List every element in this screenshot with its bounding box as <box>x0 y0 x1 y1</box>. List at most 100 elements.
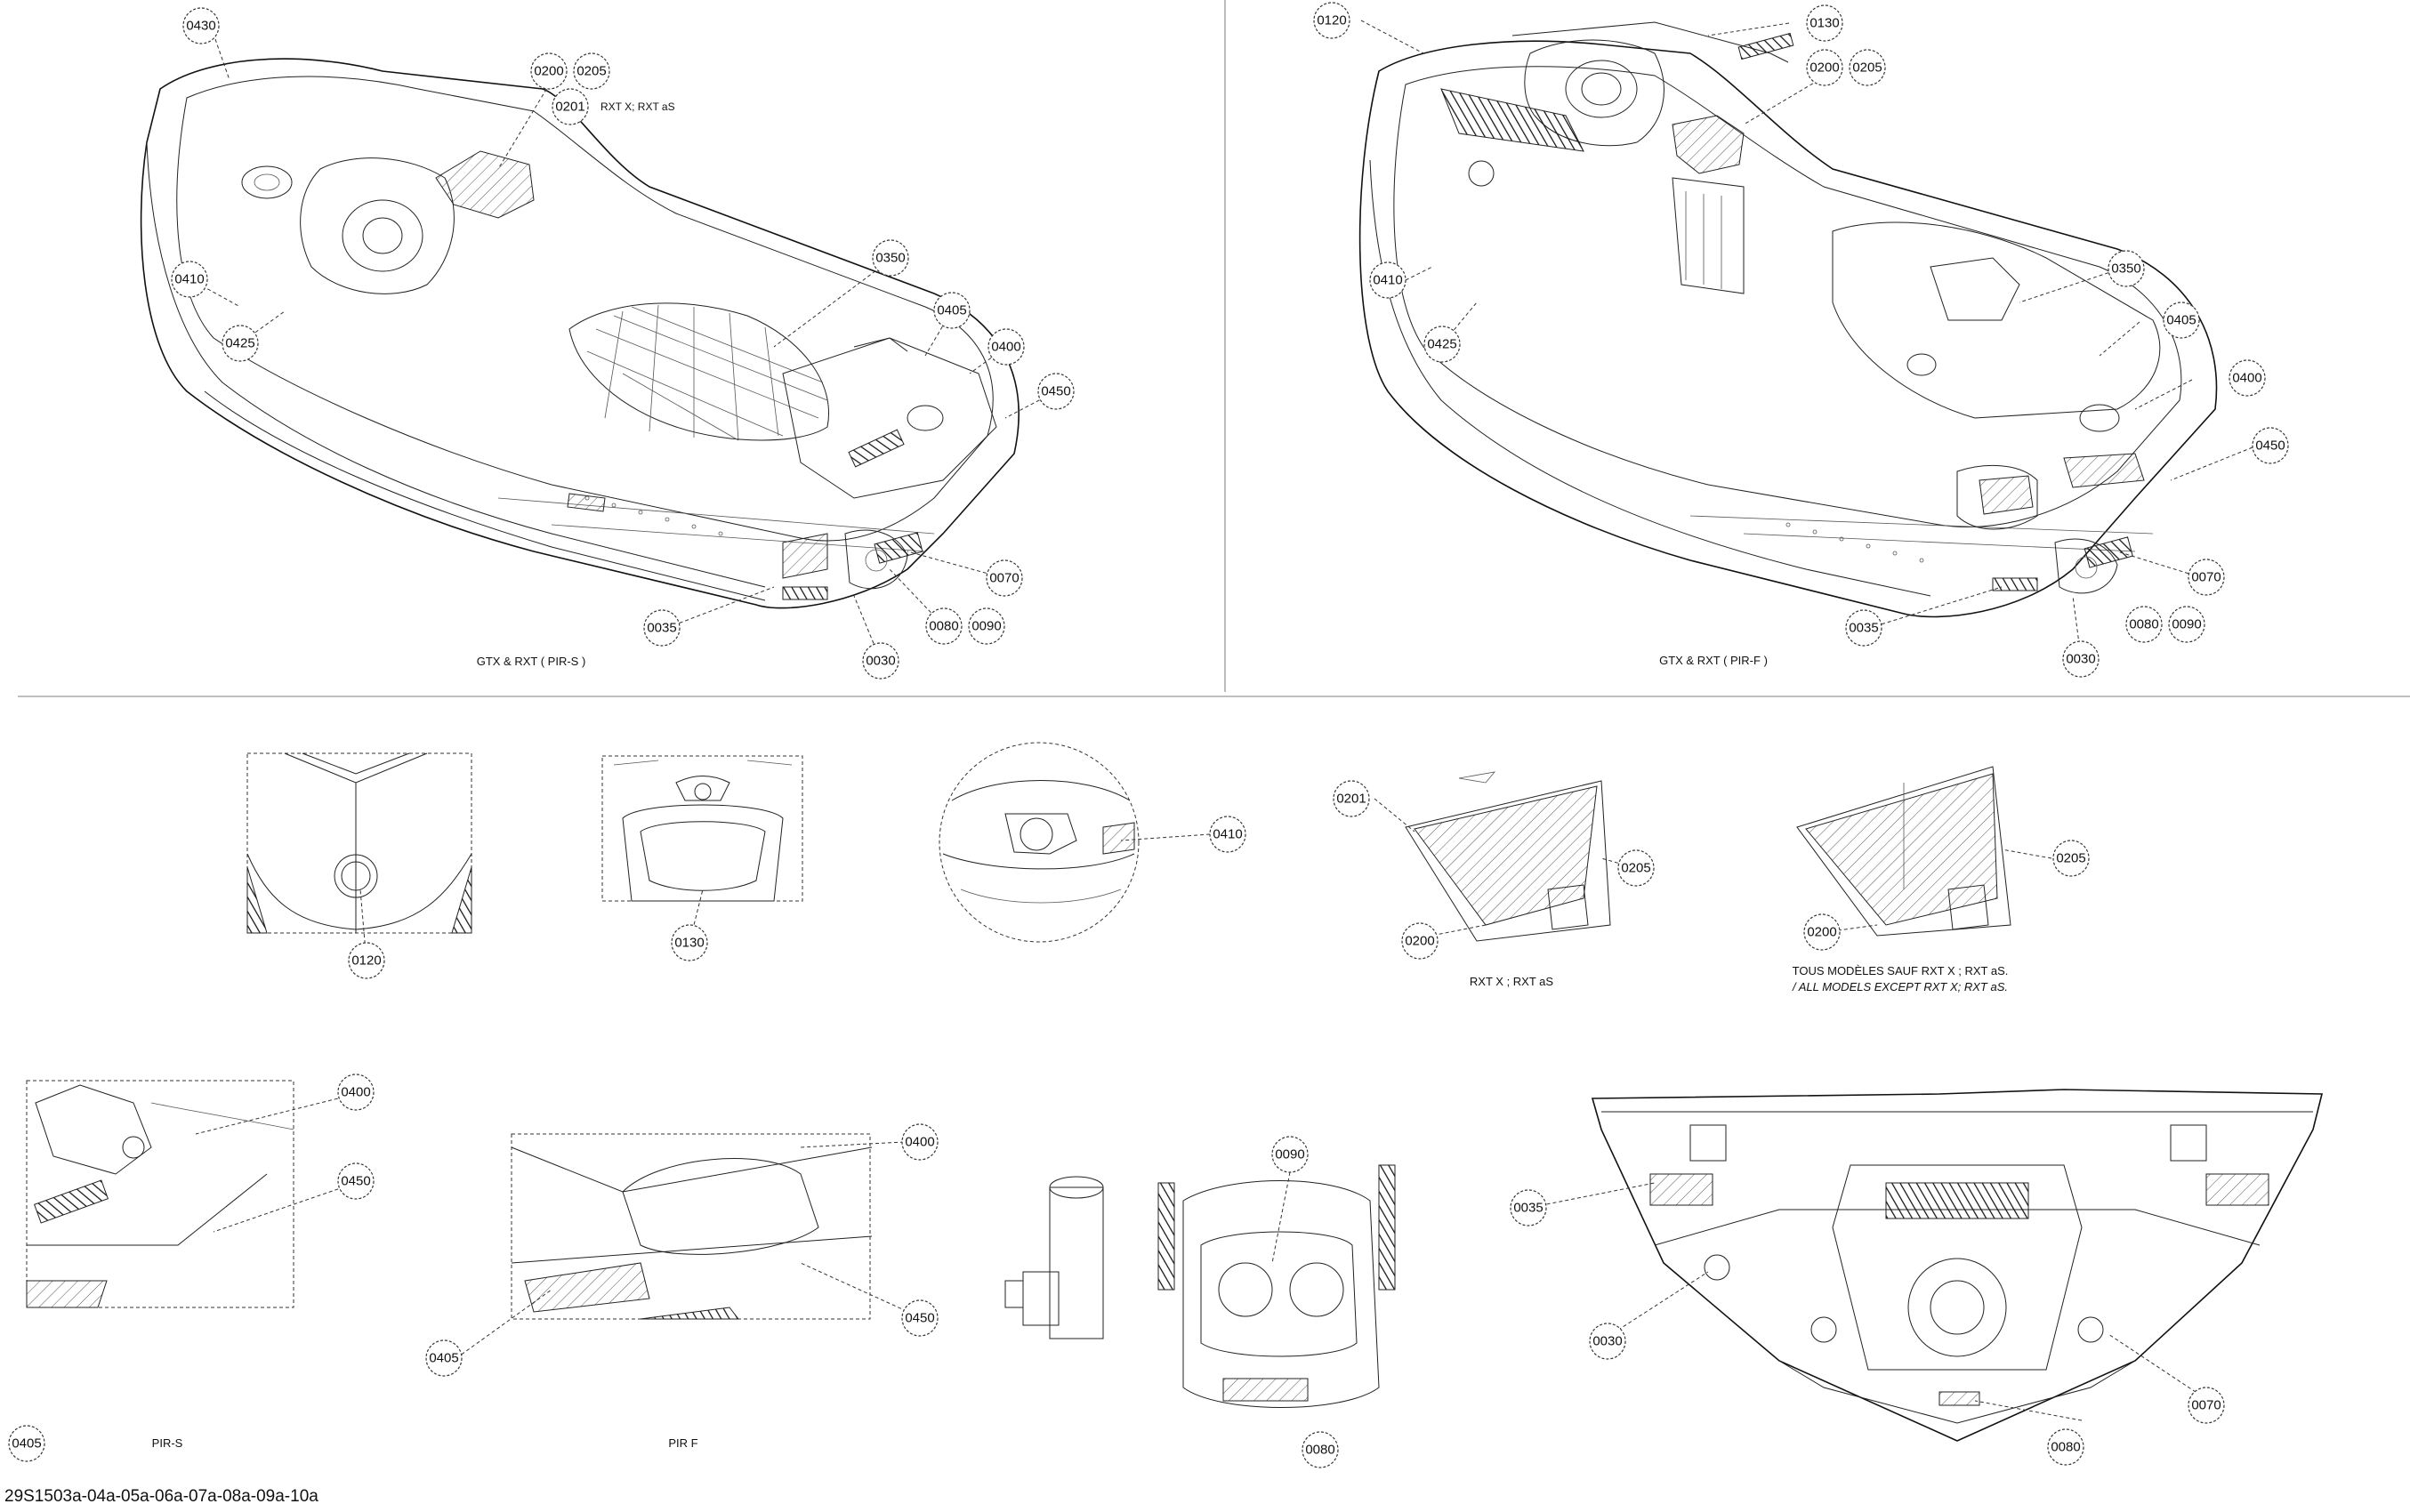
callout-0400-a: 0400 <box>987 328 1025 366</box>
callout-0405-a: 0405 <box>933 292 971 329</box>
svg-text:0400: 0400 <box>341 1085 370 1100</box>
callout-0450-pir-f: 0450 <box>901 1299 939 1337</box>
callout-0120-b: 0120 <box>1313 2 1350 39</box>
svg-text:0200: 0200 <box>1810 60 1839 76</box>
detail-pir-s <box>26 1080 294 1308</box>
caption-gtx-pir-s: GTX & RXT ( PIR-S ) <box>477 655 586 668</box>
callout-0400-pir-s: 0400 <box>337 1074 375 1111</box>
callout-0035-rear: 0035 <box>1510 1189 1547 1226</box>
caption-pir-s: PIR-S <box>152 1436 183 1450</box>
callout-0205-all: 0205 <box>2052 840 2090 877</box>
detail-rear-view <box>1591 1089 2324 1442</box>
callout-0035-a: 0035 <box>643 609 681 647</box>
svg-text:0120: 0120 <box>351 953 381 969</box>
callout-0070-rear: 0070 <box>2188 1387 2225 1424</box>
callout-0430-a: 0430 <box>182 7 220 44</box>
callout-0035-b: 0035 <box>1845 609 1882 647</box>
callout-0205-rxt: 0205 <box>1617 849 1655 887</box>
callout-0070-a: 0070 <box>986 559 1023 597</box>
svg-text:0130: 0130 <box>1810 16 1839 31</box>
watercraft-view-pir-s <box>140 58 1020 609</box>
svg-text:0090: 0090 <box>971 619 1001 634</box>
svg-text:0200: 0200 <box>1807 925 1836 940</box>
caption-rxt-x: RXT X ; RXT aS <box>1470 975 1553 988</box>
svg-text:0030: 0030 <box>866 654 895 669</box>
svg-text:0035: 0035 <box>1513 1201 1543 1216</box>
svg-text:0090: 0090 <box>2172 617 2201 632</box>
svg-text:0405: 0405 <box>429 1351 458 1366</box>
svg-text:0070: 0070 <box>2191 1398 2221 1413</box>
caption-gtx-pir-f: GTX & RXT ( PIR-F ) <box>1659 654 1768 667</box>
callout-0450-b: 0450 <box>2252 427 2289 464</box>
callout-0405-pir-s: 0405 <box>8 1425 45 1462</box>
callout-0410-a: 0410 <box>171 261 208 298</box>
callout-0205-a: 0205 <box>573 52 610 90</box>
callout-0080-pump: 0080 <box>1302 1431 1339 1468</box>
svg-text:0405: 0405 <box>2166 313 2196 328</box>
callout-0030-rear: 0030 <box>1589 1323 1626 1360</box>
svg-text:0080: 0080 <box>2129 617 2158 632</box>
svg-text:0350: 0350 <box>2111 261 2140 277</box>
svg-text:0200: 0200 <box>534 64 563 79</box>
detail-pir-f <box>511 1133 873 1320</box>
caption-all-models-fr: TOUS MODÈLES SAUF RXT X ; RXT aS. <box>1793 964 2009 977</box>
watercraft-view-pir-f <box>1358 21 2218 618</box>
callout-0201-a: 0201 <box>552 88 589 125</box>
callout-0410-detail: 0410 <box>1209 816 1246 853</box>
seat-label-rxt-x <box>1405 771 1611 942</box>
callout-0350-a: 0350 <box>872 239 909 277</box>
callout-0130-b: 0130 <box>1806 4 1843 42</box>
svg-text:0130: 0130 <box>674 936 704 951</box>
callout-0425-b: 0425 <box>1423 326 1461 363</box>
svg-text:0400: 0400 <box>991 340 1020 355</box>
svg-text:0410: 0410 <box>1213 827 1242 842</box>
svg-text:0400: 0400 <box>2232 371 2261 386</box>
callout-0450-a: 0450 <box>1037 373 1075 410</box>
callout-0090-a: 0090 <box>968 607 1005 645</box>
svg-text:0205: 0205 <box>1621 861 1650 876</box>
svg-text:0090: 0090 <box>1275 1147 1304 1162</box>
callout-0200-rxt: 0200 <box>1401 922 1439 960</box>
svg-text:0070: 0070 <box>2191 570 2221 585</box>
svg-text:0200: 0200 <box>1405 934 1434 949</box>
svg-text:0030: 0030 <box>1592 1334 1622 1349</box>
document-id: 29S1503a-04a-05a-06a-07a-08a-09a-10a <box>4 1487 318 1506</box>
detail-0120 <box>246 752 472 934</box>
callout-0080-a: 0080 <box>925 607 963 645</box>
detail-pump <box>1004 1164 1396 1408</box>
callout-0090-pump: 0090 <box>1271 1136 1309 1173</box>
callout-0120-detail: 0120 <box>348 942 385 979</box>
svg-text:0400: 0400 <box>905 1135 934 1150</box>
svg-text:0201: 0201 <box>1336 792 1366 807</box>
callout-0080-b: 0080 <box>2125 606 2163 643</box>
svg-text:0205: 0205 <box>576 64 606 79</box>
svg-text:0035: 0035 <box>1849 621 1878 636</box>
svg-text:0450: 0450 <box>341 1174 370 1189</box>
detail-0130 <box>601 755 803 902</box>
svg-text:0430: 0430 <box>186 19 215 34</box>
callout-0200-b: 0200 <box>1806 49 1843 86</box>
svg-text:0205: 0205 <box>2056 851 2085 866</box>
svg-text:0410: 0410 <box>1373 273 1402 288</box>
svg-text:0450: 0450 <box>1041 384 1070 399</box>
caption-pir-f: PIR F <box>668 1436 697 1450</box>
svg-text:0035: 0035 <box>647 621 676 636</box>
callout-0030-b: 0030 <box>2062 640 2100 678</box>
svg-text:0120: 0120 <box>1317 13 1346 28</box>
callout-0350-b: 0350 <box>2108 250 2145 287</box>
seat-label-all-models <box>1796 766 2011 937</box>
svg-text:0405: 0405 <box>12 1436 41 1452</box>
svg-text:0030: 0030 <box>2066 652 2095 667</box>
callout-0400-b: 0400 <box>2229 359 2266 397</box>
callout-0405-pir-f: 0405 <box>425 1339 463 1377</box>
callout-0400-pir-f: 0400 <box>901 1123 939 1161</box>
callout-0450-pir-s: 0450 <box>337 1162 375 1200</box>
svg-text:0350: 0350 <box>875 251 905 266</box>
callout-0130-detail: 0130 <box>671 924 708 961</box>
callout-0425-a: 0425 <box>222 325 259 362</box>
callout-0200-all: 0200 <box>1803 913 1841 951</box>
svg-text:0080: 0080 <box>1305 1443 1334 1458</box>
svg-text:0080: 0080 <box>929 619 958 634</box>
svg-text:0425: 0425 <box>225 336 254 351</box>
svg-text:0450: 0450 <box>905 1311 934 1326</box>
